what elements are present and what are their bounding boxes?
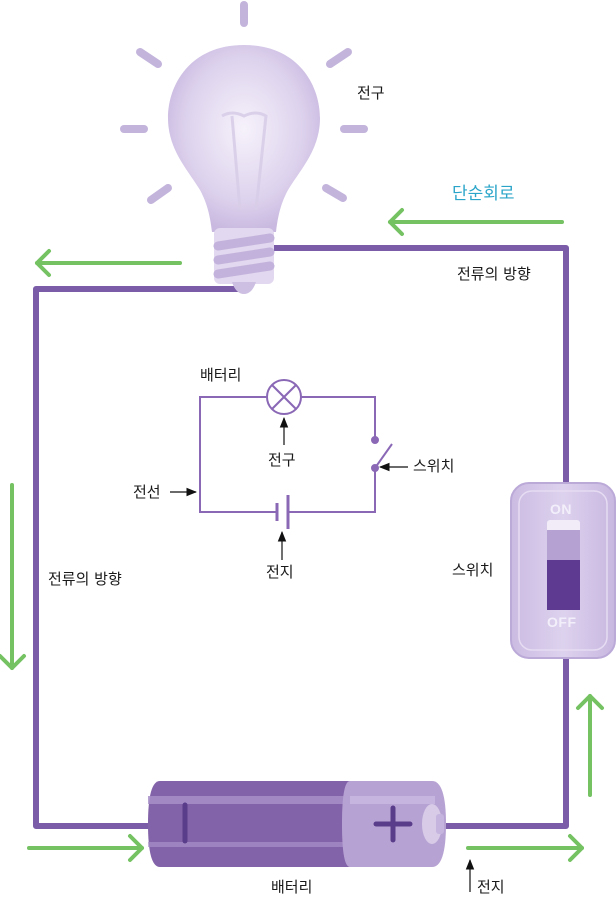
bulb-glass — [168, 45, 320, 232]
schematic-label-switch: 스위치 — [413, 457, 455, 475]
label-bulb: 전구 — [357, 84, 385, 102]
schematic-wire-left — [199, 396, 277, 513]
schematic-label-battery: 배터리 — [200, 366, 242, 384]
arrow-right-bottom-right — [466, 834, 584, 862]
arrow-left-top-right — [388, 208, 564, 236]
battery-body — [148, 781, 350, 867]
schematic-cell-symbol — [275, 495, 290, 529]
schematic-pointers — [170, 416, 475, 892]
schematic-label-wire: 전선 — [133, 483, 161, 501]
label-current-direction-left: 전류의 방향 — [48, 570, 122, 588]
switch-off-label: OFF — [547, 614, 577, 630]
bulb-filament — [221, 111, 268, 211]
label-current-direction-top: 전류의 방향 — [457, 265, 531, 283]
battery-positive-sign — [373, 805, 413, 843]
arrow-right-bottom-left — [27, 834, 144, 862]
arrow-up-right — [576, 694, 604, 797]
schematic-label-bulb: 전구 — [268, 451, 296, 469]
schematic-wire-bottom-right — [288, 468, 376, 513]
switch-toggle-dark[interactable] — [547, 560, 580, 610]
wire-top-right — [260, 245, 569, 490]
label-battery: 배터리 — [271, 878, 313, 896]
battery-terminal — [436, 814, 444, 834]
toggle-switch — [510, 482, 616, 659]
schematic-bulb-symbol — [266, 379, 302, 415]
schematic-switch-symbol — [371, 436, 393, 472]
arrow-left-top-left — [35, 249, 182, 277]
schematic-label-cell: 전지 — [266, 563, 294, 581]
diagram-title: 단순회로 — [452, 184, 515, 204]
battery — [148, 781, 446, 867]
arrow-down-left — [0, 483, 26, 670]
label-switch: 스위치 — [452, 561, 494, 579]
bulb-tip — [232, 282, 256, 294]
switch-on-label: ON — [550, 501, 572, 517]
circuit-wire — [33, 245, 569, 829]
light-rays — [120, 1, 368, 204]
bulb-threads — [213, 233, 275, 279]
switch-toggle-light — [547, 530, 580, 560]
wire-left — [33, 286, 240, 829]
label-cell: 전지 — [477, 878, 505, 896]
wire-bottom-right — [440, 655, 569, 829]
schematic-wire-top-right — [301, 396, 376, 440]
light-bulb — [120, 1, 368, 294]
circuit-schematic — [199, 379, 393, 529]
current-arrows — [0, 208, 604, 862]
